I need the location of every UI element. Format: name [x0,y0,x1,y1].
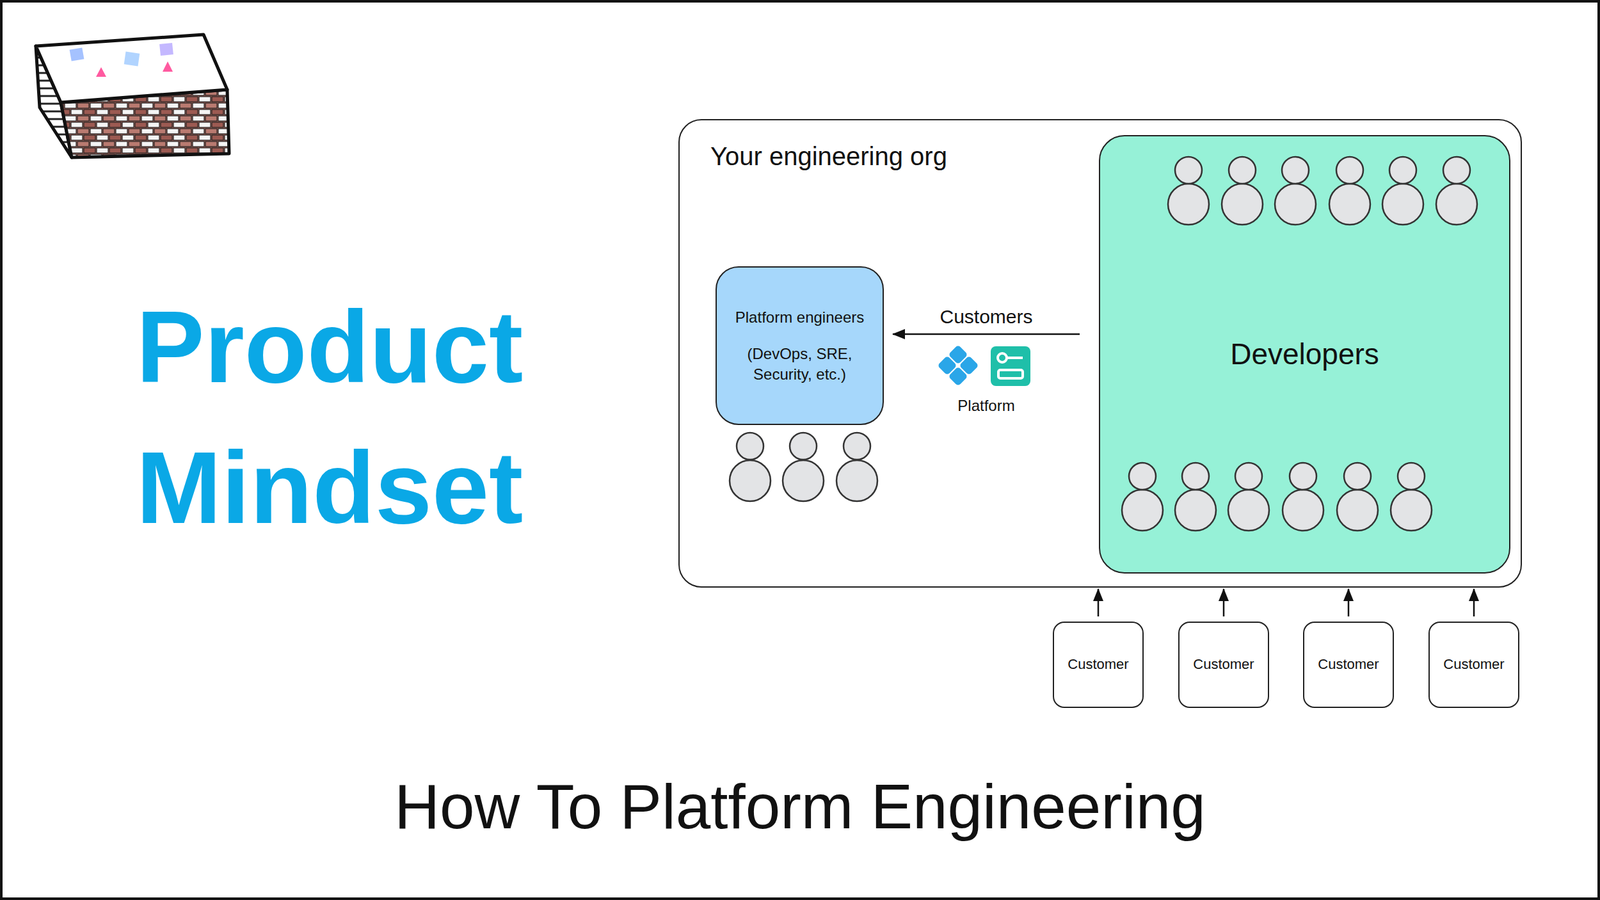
team-label: (DevOps, SRE, Security, etc.) [730,343,869,384]
customer-label: Customer [1067,655,1129,674]
org-boundary: Your engineering orgPlatform engineers (D… [678,119,1522,588]
customer-label: Customer [1443,655,1504,674]
customer-box: Customer [1178,621,1270,708]
team-label: Platform engineers [735,307,864,328]
team-label: Developers [1230,335,1380,374]
person-icon [1168,156,1209,225]
title: Product Mindset [73,276,586,559]
brick-icon [35,34,230,158]
team-box: Platform engineers (DevOps, SRE, Security… [715,266,884,425]
org-heading: Your engineering org [710,139,1490,173]
team-box: Developers [1098,135,1511,574]
person-icon [729,432,771,502]
person-icon [1329,156,1371,225]
person-icon [836,432,878,502]
person-icon [1282,462,1324,531]
arrow-connector [1473,588,1476,617]
arrow-connector [1223,588,1225,617]
customer-label: Customer [1317,655,1379,674]
person-icon [1274,156,1316,225]
arrow-connector [1097,588,1100,617]
arrow-connector [1347,588,1350,617]
person-icon [1336,462,1378,531]
person-icon [1221,156,1263,225]
person-icon [1436,156,1478,225]
person-icon [1121,462,1163,531]
customer-box: Customer [1303,621,1394,708]
caption: How To Platform Engineering [160,764,1440,848]
person-icon [1382,156,1424,225]
platform-icons [936,344,1031,386]
person-icon [782,432,824,502]
person-icon [1390,462,1432,531]
edge-label: Customers [936,305,1035,328]
customer-label: Customer [1192,655,1254,674]
person-icon [1175,462,1216,531]
customer-box: Customer [1052,621,1144,708]
icon-caption: Platform [957,396,1015,415]
customer-box: Customer [1428,621,1520,708]
arrow-connector [892,333,1080,336]
person-icon [1228,462,1270,531]
